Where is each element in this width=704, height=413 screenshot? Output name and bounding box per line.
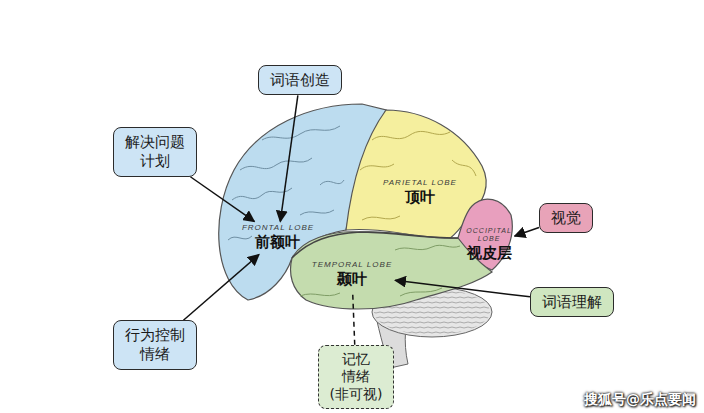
dashed-leader xyxy=(353,292,355,345)
callout-box: 行为控制 情绪 xyxy=(113,320,197,370)
sylvian-fissure xyxy=(292,232,458,258)
label-text: 词语创造 xyxy=(270,71,330,90)
lobe-label: FRONTAL LOBE前额叶 xyxy=(239,221,317,254)
lobe-english-name: FRONTAL LOBE xyxy=(242,223,314,233)
label-text: 解决问题 计划 xyxy=(125,133,185,171)
callout-box: 视觉 xyxy=(539,203,593,234)
watermark: 搜狐号@乐点要闻 xyxy=(584,391,696,409)
label-text: 词语理解 xyxy=(542,293,602,312)
callout-box: 解决问题 计划 xyxy=(113,127,197,177)
label-text: 前额叶 xyxy=(242,233,314,253)
callout-arrow xyxy=(395,280,530,297)
callout-box: 词语理解 xyxy=(530,287,614,318)
label-text: 视皮层 xyxy=(466,244,511,264)
lobe-label: PARIETAL LOBE顶叶 xyxy=(380,176,460,209)
gyri-lines xyxy=(300,245,460,296)
lobe-english-name: TEMPORAL LOBE xyxy=(312,260,392,270)
callout-arrow xyxy=(183,255,259,321)
lobe-label: TEMPORAL LOBE颞叶 xyxy=(309,258,395,291)
label-text: 颞叶 xyxy=(312,270,392,290)
lobe-english-name: PARIETAL LOBE xyxy=(383,178,457,188)
callout-box: 词语创造 xyxy=(258,65,342,96)
callout-arrow xyxy=(190,177,254,222)
gyri-lines xyxy=(360,131,476,220)
label-text: 记忆 情绪 (非可视) xyxy=(330,351,383,404)
callout-box: 记忆 情绪 (非可视) xyxy=(318,345,395,410)
callout-arrow xyxy=(515,227,539,236)
label-text: 视觉 xyxy=(551,209,581,228)
callout-arrow xyxy=(280,95,298,221)
temporal-lobe xyxy=(291,232,492,309)
label-text: 行为控制 情绪 xyxy=(125,326,185,364)
label-text: 顶叶 xyxy=(383,188,457,208)
lobe-label: OCCIPITAL LOBE视皮层 xyxy=(463,225,514,265)
lobe-english-name: OCCIPITAL LOBE xyxy=(466,227,511,244)
